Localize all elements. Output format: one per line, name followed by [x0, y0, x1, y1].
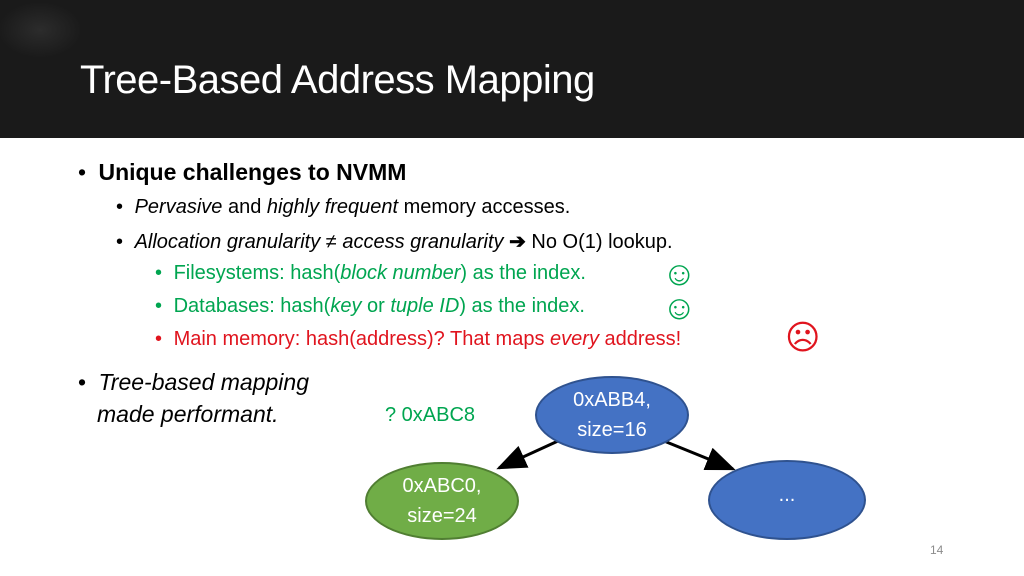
bullet-pervasive: • Pervasive and highly frequent memory a…: [116, 196, 570, 219]
text-key: key: [330, 295, 362, 317]
bullet-marker: •: [78, 159, 87, 185]
tree-node-root: 0xABB4, size=16: [535, 376, 689, 454]
text-highly-frequent: highly frequent: [266, 196, 399, 218]
text-and: and: [222, 196, 267, 218]
frown-icon: ☹: [785, 319, 821, 357]
text-main-memory: Main memory: hash(address)? That maps: [173, 328, 551, 350]
bullet-marker: •: [116, 196, 124, 218]
smiley-icon: ☺: [662, 289, 697, 327]
tree-node-left: 0xABC0, size=24: [365, 462, 519, 540]
text-databases: Databases: hash(: [173, 295, 331, 317]
text-filesystems: Filesystems: hash(: [173, 262, 341, 284]
title-banner: Tree-Based Address Mapping: [0, 0, 1024, 138]
text-pervasive: Pervasive: [134, 196, 223, 218]
node-address: 0xABC0,: [402, 475, 482, 497]
smiley-icon: ☺: [662, 255, 697, 293]
page-number: 14: [930, 543, 944, 557]
bullet-tree-based-mapping: • Tree-based mapping made performant.: [78, 366, 309, 430]
text-tree-based-mapping: Tree-based mapping: [98, 369, 309, 395]
bullet-filesystems: • Filesystems: hash(block number) as the…: [155, 262, 586, 285]
slide-title: Tree-Based Address Mapping: [80, 58, 595, 102]
edge-root-left: [496, 439, 559, 470]
text-memory-accesses: memory accesses.: [398, 196, 571, 218]
node-size: size=16: [577, 419, 647, 441]
text-as-index: ) as the index.: [460, 262, 586, 284]
text-as-index: ) as the index.: [459, 295, 585, 317]
text-tuple-id: tuple ID: [390, 295, 460, 317]
text-no-lookup: No O(1) lookup.: [531, 231, 673, 253]
node-size: size=24: [407, 505, 477, 527]
text-made-performant: made performant.: [97, 401, 279, 427]
text-block-number: block number: [340, 262, 461, 284]
bullet-text: Unique challenges to NVMM: [98, 159, 407, 185]
query-address: ? 0xABC8: [385, 404, 476, 426]
bullet-unique-challenges: • Unique challenges to NVMM: [78, 159, 406, 186]
bullet-marker: •: [155, 295, 163, 317]
text-every: every: [550, 328, 599, 350]
bullet-marker: •: [116, 231, 124, 253]
bullet-marker: •: [155, 328, 163, 350]
node-ellipsis: ...: [778, 484, 796, 506]
bullet-marker: •: [78, 369, 87, 395]
bullet-marker: •: [155, 262, 163, 284]
arrow-icon: ➔: [503, 231, 532, 253]
text-address: address!: [598, 328, 682, 350]
node-address: 0xABB4,: [573, 389, 651, 411]
text-or: or: [361, 295, 391, 317]
tree-node-right: ...: [708, 460, 866, 540]
edge-root-right: [663, 439, 736, 471]
text-allocation-granularity: Allocation granularity ≠ access granular…: [134, 231, 504, 253]
bullet-allocation-granularity: • Allocation granularity ≠ access granul…: [116, 229, 673, 254]
bullet-main-memory: • Main memory: hash(address)? That maps …: [155, 328, 681, 351]
bullet-databases: • Databases: hash(key or tuple ID) as th…: [155, 295, 585, 318]
